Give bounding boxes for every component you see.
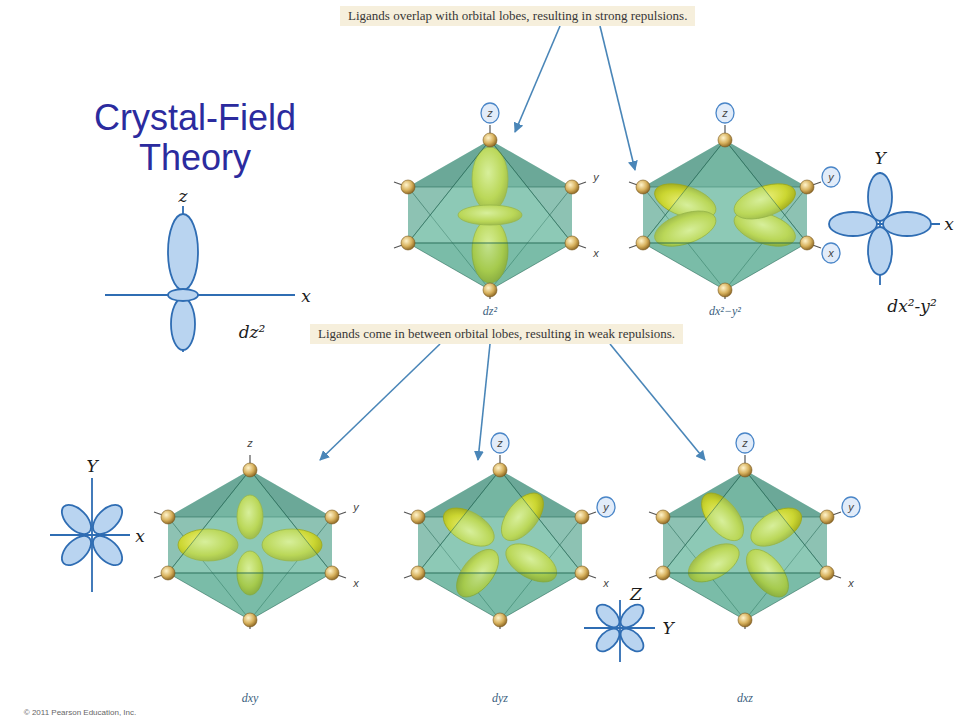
octahedron-figure [649,455,841,629]
highlight-circle [481,103,499,123]
sketch-lobe [88,500,128,540]
sketch-lobes [57,500,128,571]
octahedron-back [404,455,596,629]
sketch-lobe [57,531,97,571]
highlight-circle [842,497,860,517]
handwritten-label: x [944,215,954,234]
handwritten-label: x [135,527,145,546]
sketch-lobe [868,227,892,275]
octahedron-back [394,125,586,299]
orbital-label: dxz [737,692,753,705]
orbital-panel: dz² [400,132,580,318]
handwritten-label: dz² [239,323,266,342]
orbital-label: dx²−y² [709,305,741,318]
handwritten-label: Y [86,457,97,476]
axis-label: y [603,501,609,513]
sketch-lobe [883,212,931,236]
orbital-sketch [50,172,940,662]
sketch-lobe [829,212,877,236]
sketch-lobe [57,500,97,540]
axis-label: z [722,107,728,119]
axis-label: x [828,247,834,259]
sketch-lobes [592,600,647,655]
orbital-panel: dxy [160,460,340,705]
octahedron-figure [629,125,821,299]
callout-note: Ligands come in between orbital lobes, r… [310,324,683,344]
octahedron-front [656,463,834,627]
sketch-lobe [592,600,623,631]
octahedron-figure [154,455,346,629]
leader-arrow [320,344,440,460]
axis-label: y [593,171,599,183]
handwritten-label: Y [662,619,673,638]
callout-text: Ligands come in between orbital lobes, r… [318,326,675,341]
handwritten-label: Z [630,585,642,604]
octahedron-front [411,463,589,627]
orbital-label: dyz [492,692,508,705]
orbital-panel: dyz [410,460,590,705]
axis-label: x [603,577,609,589]
leader-arrow [478,344,490,460]
sketch-lobe [168,214,198,290]
axis-label: x [593,247,599,259]
orbital-panel: dx²−y² [635,132,815,318]
axis-label: z [487,107,493,119]
highlight-circle [822,167,840,187]
highlight-circle [597,497,615,517]
highlight-circle [491,433,509,453]
sketch-axis [105,206,295,352]
sketch-lobe [171,298,195,350]
axis-label: y [848,501,854,513]
sketch-lobe [616,624,647,655]
axis-label: z [247,437,253,449]
handwritten-label: dx²-y² [887,297,936,316]
highlight-circle [822,243,840,263]
leader-arrow [600,26,635,170]
highlight-circle [716,103,734,123]
axis-label: z [742,437,748,449]
leader-arrow [610,344,705,460]
handwritten-label: x [301,287,311,306]
octahedron-figure [394,125,586,299]
orbital-label: dxy [242,692,259,705]
highlight-circle [736,433,754,453]
octahedron-front [636,133,814,297]
sketch-ring [168,289,198,301]
octahedron-front [161,463,339,627]
axis-label: y [353,501,359,513]
highlight-circle [481,103,860,517]
octahedron-back [629,125,821,299]
handwritten-label: z [179,187,188,206]
handwritten-label: Y [874,149,885,168]
callout-note: Ligands overlap with orbital lobes, resu… [340,6,695,26]
orbital-label: dz² [483,305,497,318]
copyright-note: © 2011 Pearson Education, Inc. [24,709,136,718]
sketch-lobe [616,600,647,631]
sketch-axis [584,600,655,662]
octahedron-back [154,455,346,629]
sketch-lobe [88,531,128,571]
callout-text: Ligands overlap with orbital lobes, resu… [348,8,687,23]
orbital-panel: dxz [655,460,835,705]
octahedron-front [401,133,579,297]
axis-label: z [497,437,503,449]
sketch-axis [50,478,130,592]
sketch-lobe [868,173,892,221]
axis-label: y [828,171,834,183]
leader-arrow [515,26,560,132]
diagram-title: Crystal-Field Theory [70,98,320,179]
octahedron-figure [404,455,596,629]
octahedron-back [649,455,841,629]
sketch-lobe [592,624,623,655]
axis-label: x [848,577,854,589]
axis-label: x [353,577,359,589]
